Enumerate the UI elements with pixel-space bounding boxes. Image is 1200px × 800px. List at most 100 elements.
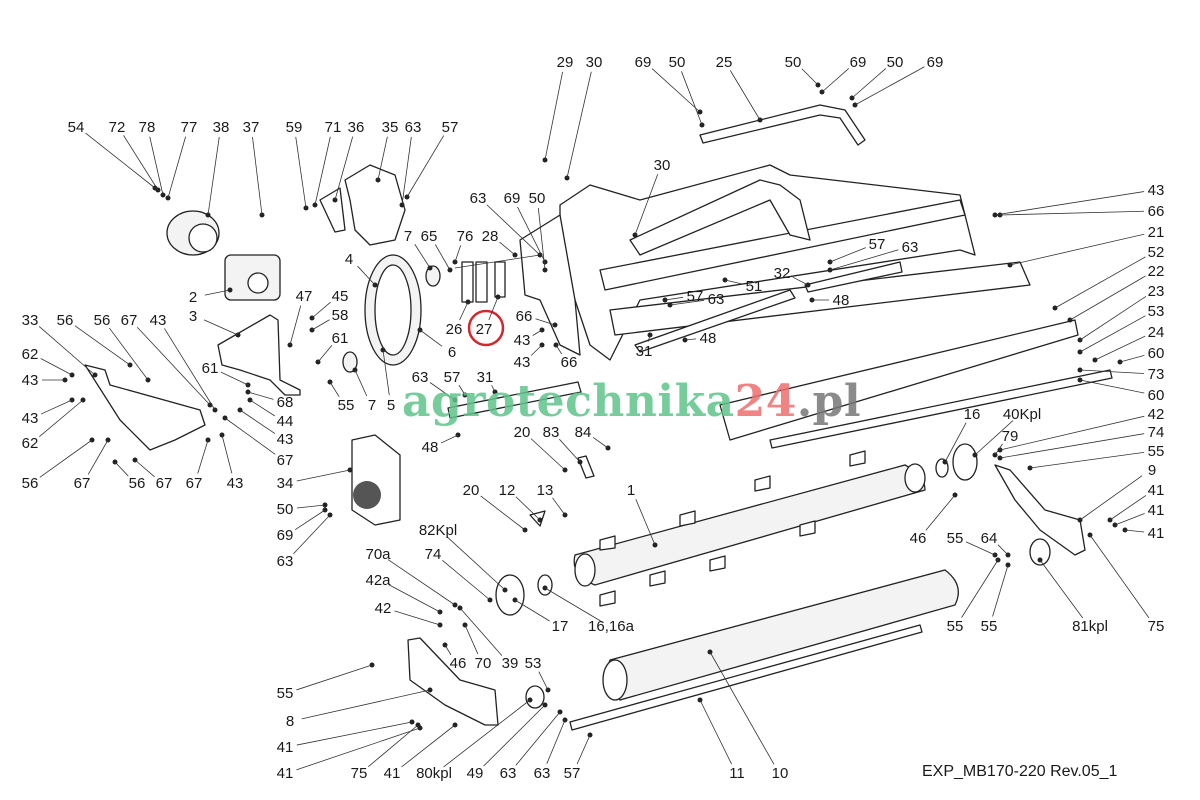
part-label-7: 7	[368, 397, 376, 414]
leader-line	[480, 495, 526, 531]
leader-line	[311, 301, 331, 319]
leader-line	[537, 207, 546, 271]
leader-line	[434, 244, 451, 271]
part-label-1616a: 16,16a	[588, 618, 635, 635]
leader-line	[459, 301, 469, 321]
leader-line	[296, 727, 421, 771]
part-label-29: 29	[557, 54, 574, 71]
belt-guard-35	[344, 164, 406, 246]
rear-strip	[769, 369, 1113, 449]
part-label-30: 30	[654, 157, 671, 174]
knife-bar-31	[634, 289, 796, 353]
leader-line	[203, 319, 239, 336]
leader-line	[635, 499, 656, 546]
parts-drawing	[62, 82, 1128, 738]
part-label-67: 67	[121, 312, 138, 329]
leader-line	[368, 724, 419, 767]
part-label-60: 60	[1148, 345, 1165, 362]
fan-grille	[353, 481, 381, 509]
leader-line	[419, 329, 443, 347]
leader-line	[829, 249, 899, 271]
part-label-55: 55	[1148, 443, 1165, 460]
leader-line	[387, 559, 456, 606]
part-label-56: 56	[57, 312, 74, 329]
part-label-10: 10	[772, 765, 789, 782]
rotor-end	[574, 553, 596, 587]
part-label-55: 55	[277, 685, 294, 702]
leader-line	[464, 624, 479, 655]
guard-bracket-36	[319, 187, 346, 233]
leader-line	[443, 699, 531, 768]
leader-line	[684, 338, 697, 341]
part-label-56: 56	[129, 475, 146, 492]
part-label-46: 46	[450, 655, 467, 672]
part-label-31: 31	[636, 343, 653, 360]
part-label-64: 64	[981, 530, 998, 547]
part-label-55: 55	[981, 618, 998, 635]
leader-line	[999, 415, 1145, 451]
part-label-22: 22	[1148, 263, 1165, 280]
part-label-69: 69	[850, 54, 867, 71]
flap-26	[461, 261, 474, 303]
part-label-57: 57	[869, 236, 886, 253]
leader-line	[454, 245, 462, 263]
leader-line	[483, 704, 546, 767]
part-label-6: 6	[448, 344, 456, 361]
part-label-5: 5	[387, 397, 395, 414]
leader-line	[555, 344, 563, 355]
leader-line	[532, 329, 543, 336]
part-label-48: 48	[422, 439, 439, 456]
leader-line	[821, 68, 850, 93]
leader-line	[515, 496, 541, 521]
leader-line	[197, 439, 209, 474]
leader-line	[792, 276, 809, 286]
leader-line	[354, 369, 368, 397]
main-housing	[559, 164, 976, 361]
leader-line	[382, 349, 390, 396]
part-label-73: 73	[1148, 366, 1165, 383]
leader-line	[249, 399, 275, 417]
part-label-63: 63	[470, 190, 487, 207]
part-label-42: 42	[1148, 406, 1165, 423]
leader-line	[40, 358, 73, 376]
part-label-76: 76	[457, 228, 474, 245]
part-label-54: 54	[68, 119, 85, 136]
part-label-68: 68	[277, 394, 294, 411]
leader-line	[40, 399, 73, 415]
gearbox-flange	[247, 272, 269, 294]
leader-line	[854, 66, 925, 106]
part-label-62: 62	[22, 435, 39, 452]
leader-line	[651, 68, 701, 113]
part-label-38: 38	[213, 119, 230, 136]
part-label-71: 71	[325, 119, 342, 136]
part-label-63: 63	[708, 291, 725, 308]
leader-line	[961, 559, 999, 618]
part-label-55: 55	[947, 618, 964, 635]
part-label-43: 43	[514, 354, 531, 371]
leader-line	[311, 319, 330, 331]
leader-line	[314, 136, 331, 206]
leader-lines	[38, 66, 1150, 771]
flap-26b	[475, 261, 488, 303]
part-label-50: 50	[887, 54, 904, 71]
part-label-9: 9	[1148, 462, 1156, 479]
leader-line	[239, 409, 276, 434]
part-label-63: 63	[412, 369, 429, 386]
leader-line	[446, 536, 506, 591]
leader-line	[514, 599, 550, 622]
flange-82kpl	[495, 574, 525, 616]
leader-line	[401, 724, 456, 768]
part-label-66: 66	[561, 354, 578, 371]
part-label-50: 50	[277, 501, 294, 518]
leader-line	[974, 420, 1014, 456]
leader-line	[224, 417, 276, 455]
leader-line	[167, 136, 186, 199]
leader-line	[1089, 534, 1150, 619]
leader-line	[552, 497, 566, 516]
leader-line	[317, 345, 333, 363]
part-label-21: 21	[1148, 224, 1165, 241]
leader-line	[944, 422, 967, 463]
leader-line	[388, 584, 441, 613]
part-label-66: 66	[516, 308, 533, 325]
